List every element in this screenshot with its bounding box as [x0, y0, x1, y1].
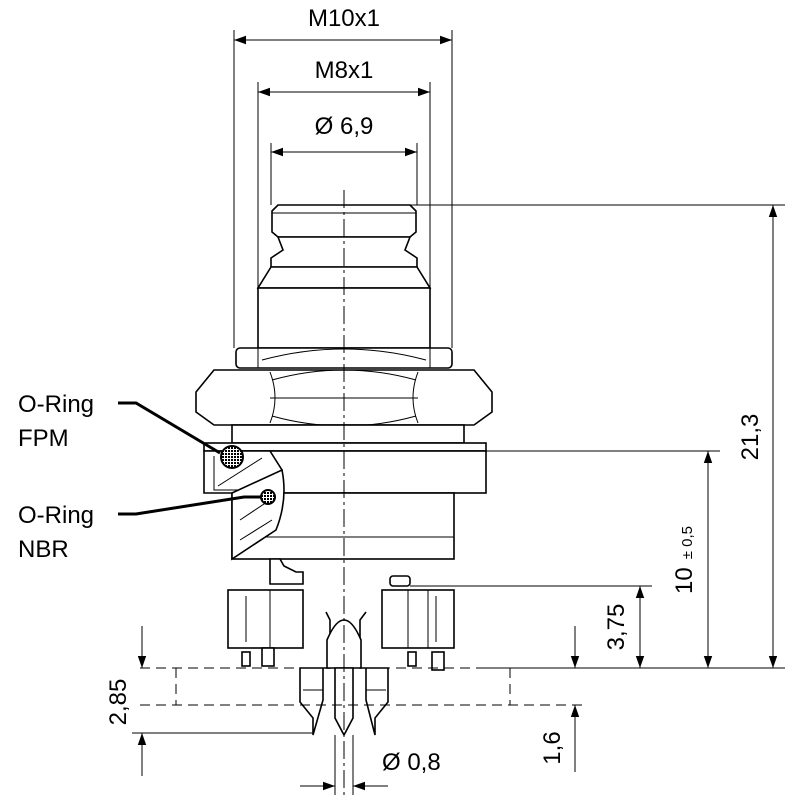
dimension-height-285: 2,85: [105, 626, 313, 776]
dimension-height-375: 3,75: [410, 585, 652, 668]
dimension-pcb-thickness: 1,6: [539, 626, 580, 772]
svg-text:10 ± 0,5: 10 ± 0,5: [671, 526, 698, 594]
dim-16-label: 1,6: [539, 731, 566, 764]
oring-nbr-icon: [260, 489, 276, 505]
dim-375-label: 3,75: [603, 604, 630, 651]
connector-head: [256, 204, 432, 349]
oring-fpm-label-2: FPM: [18, 425, 69, 452]
callout-oring-nbr: O-Ring NBR: [18, 495, 262, 563]
oring-nbr-label-1: O-Ring: [18, 502, 94, 529]
callout-oring-fpm: O-Ring FPM: [18, 391, 221, 455]
dimension-height-10: 10 ± 0,5: [486, 450, 720, 668]
dim-d69-label: Ø 6,9: [315, 113, 374, 140]
dim-pin-label: Ø 0,8: [382, 749, 441, 776]
dim-213-label: 21,3: [737, 414, 764, 461]
dim-285-label: 2,85: [105, 679, 132, 726]
dimension-m10: M10x1: [233, 5, 453, 348]
dim-m8-label: M8x1: [315, 57, 374, 84]
dim-10-label: 10: [671, 567, 698, 594]
housing: [203, 424, 487, 561]
dimension-pin-diameter: Ø 0,8: [300, 735, 441, 795]
dim-m10-label: M10x1: [308, 5, 380, 32]
dimension-d69: Ø 6,9: [270, 113, 418, 205]
dimension-m8: M8x1: [257, 57, 431, 288]
oring-fpm-icon: [220, 445, 244, 469]
dimension-total-height: 21,3: [410, 204, 785, 669]
oring-fpm-label-1: O-Ring: [18, 391, 94, 418]
lower-section: [227, 558, 455, 737]
pcb: [140, 667, 585, 706]
oring-nbr-label-2: NBR: [18, 536, 69, 563]
dim-10-tolerance: ± 0,5: [679, 526, 696, 559]
